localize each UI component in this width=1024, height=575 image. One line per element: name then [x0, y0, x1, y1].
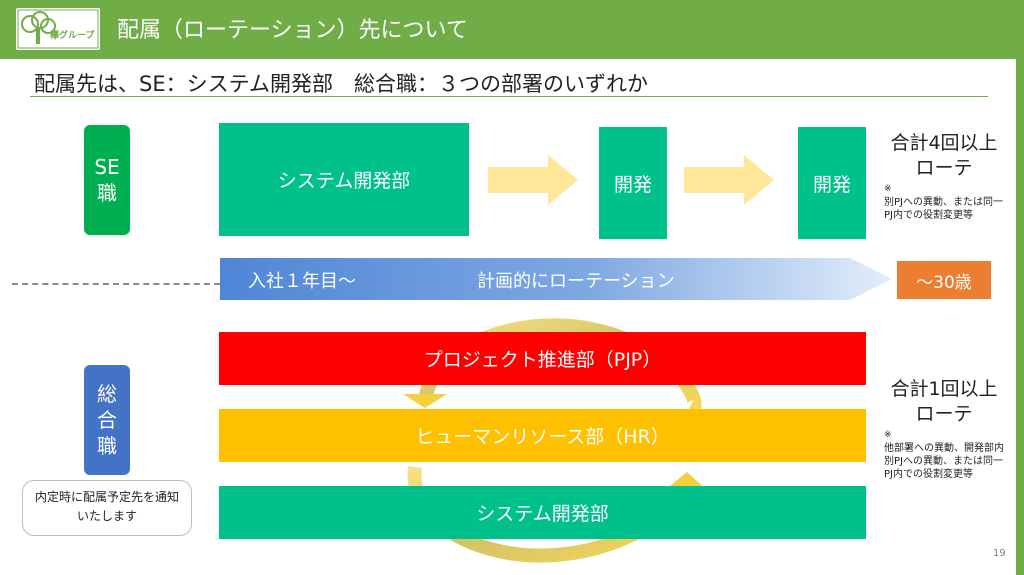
se-note-mark: ※: [884, 184, 892, 194]
logo-text: 欅グループ: [50, 31, 95, 41]
sogo-total-line1: 合計1回以上: [890, 378, 998, 400]
se-total-line1: 合計4回以上: [890, 132, 998, 154]
header-bar: [0, 0, 1024, 59]
se-dev-box-2-label: 開発: [613, 173, 652, 196]
dept-hr-label: ヒューマンリソース部（HR）: [415, 426, 670, 448]
dept-hr: ヒューマンリソース部（HR）: [219, 409, 866, 462]
sogo-badge-label: 総合職: [97, 382, 117, 458]
dept-pjp: プロジェクト推進部（PJP）: [219, 332, 866, 385]
page-title: 配属（ローテーション）先について: [117, 18, 468, 43]
right-arrow-icon: [488, 155, 578, 205]
timeline-dashed-line: [12, 283, 220, 285]
se-dept-system: システム開発部: [219, 123, 469, 236]
subtitle-underline: [30, 96, 988, 97]
timeline-arrow: [220, 258, 892, 300]
se-dev-box-3-label: 開発: [812, 173, 851, 196]
age-badge-label: 〜30歳: [916, 272, 972, 293]
se-dev-box-2: 開発: [599, 127, 667, 239]
tree-logo-icon: [17, 9, 99, 49]
sogo-note: 他部署への異動、開発部内別PJへの異動、または同一PJ内での役割変更等: [884, 443, 1004, 480]
se-dev-box-3: 開発: [798, 127, 866, 239]
se-badge: SE職: [84, 125, 130, 235]
se-total-line2: ローテ: [915, 157, 973, 179]
timeline-start-label: 入社１年目〜: [248, 271, 356, 292]
right-arrow-icon: [684, 155, 774, 205]
side-accent-bar: [1016, 0, 1024, 575]
page-number: 19: [993, 548, 1006, 559]
se-dept-system-label: システム開発部: [277, 170, 411, 192]
timeline-mid-label: 計画的にローテーション: [477, 271, 675, 292]
placement-info-text: 内定時に配属予定先を通知いたします: [34, 490, 179, 523]
dept-system: システム開発部: [219, 486, 866, 539]
dept-pjp-label: プロジェクト推進部（PJP）: [423, 349, 662, 371]
company-logo: [16, 8, 100, 50]
slide-subtitle: 配属先は、SE：システム開発部 総合職：３つの部署のいずれか: [34, 72, 648, 96]
se-note: 別PJへの異動、または同一PJ内での役割変更等: [884, 197, 1003, 221]
se-badge-label: SE職: [94, 155, 120, 205]
sogo-total-line2: ローテ: [915, 403, 973, 425]
age-badge: 〜30歳: [897, 261, 991, 299]
sogo-note-mark: ※: [884, 430, 892, 440]
dept-system-label: システム開発部: [476, 503, 609, 525]
placement-info-box: 内定時に配属予定先を通知いたします: [22, 480, 192, 536]
sogo-badge: 総合職: [84, 365, 130, 475]
